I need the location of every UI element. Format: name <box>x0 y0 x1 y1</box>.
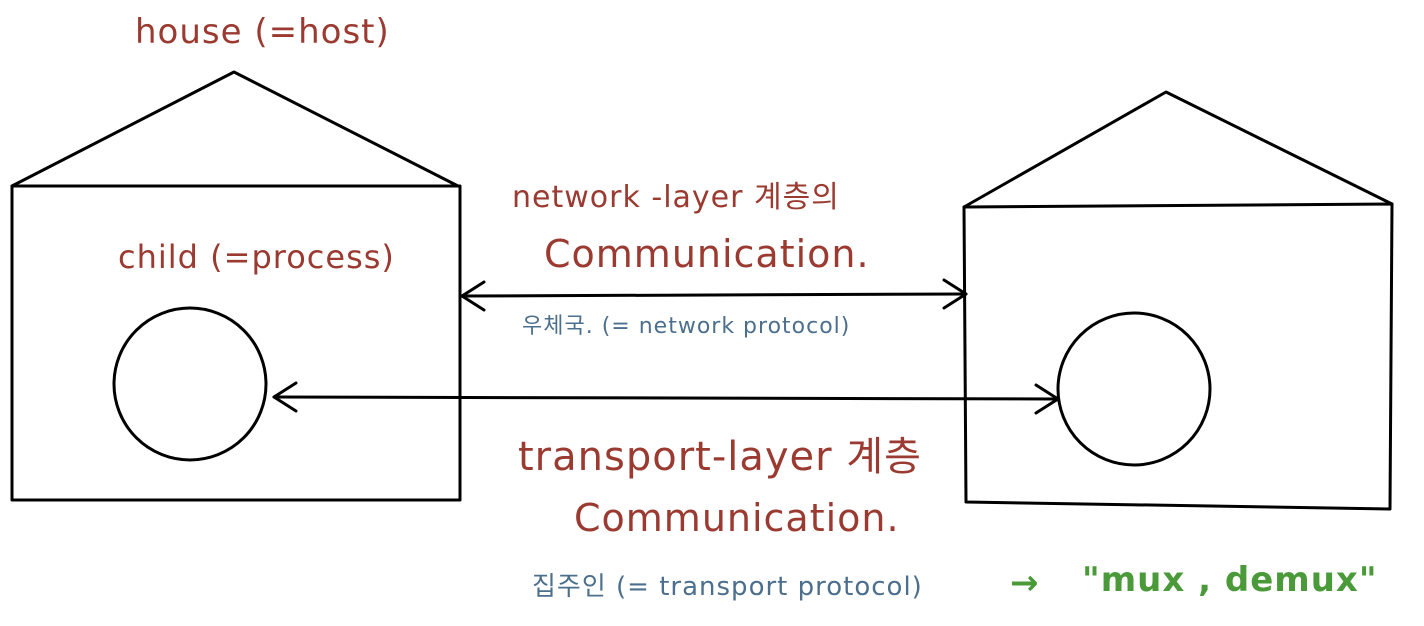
transport-layer-arrow <box>272 395 1060 401</box>
child-process-label: child (=process) <box>118 238 395 276</box>
right-house-body <box>962 202 1394 511</box>
left-process-circle <box>112 306 268 462</box>
network-communication-label: Communication. <box>544 232 870 276</box>
transport-communication-label: Communication. <box>574 496 900 540</box>
house-host-label: house (=host) <box>135 12 390 52</box>
network-layer-title: network -layer 계층의 <box>512 180 840 215</box>
right-house-roof <box>962 90 1394 209</box>
network-arrow-right-head <box>942 278 968 310</box>
left-house-roof <box>10 70 460 188</box>
right-process-circle <box>1056 311 1212 467</box>
mux-arrow-icon: → <box>1010 563 1040 603</box>
network-layer-arrow <box>460 292 968 298</box>
network-protocol-note: 우체국. (= network protocol) <box>522 314 851 339</box>
transport-protocol-note: 집주인 (= transport protocol) <box>532 572 923 602</box>
network-arrow-left-head <box>460 280 486 312</box>
left-house-body <box>10 184 462 502</box>
transport-arrow-right-head <box>1034 383 1060 415</box>
mux-demux-label: "mux , demux" <box>1082 560 1378 600</box>
transport-arrow-left-head <box>272 381 298 413</box>
transport-layer-title: transport-layer 계층 <box>518 434 922 480</box>
